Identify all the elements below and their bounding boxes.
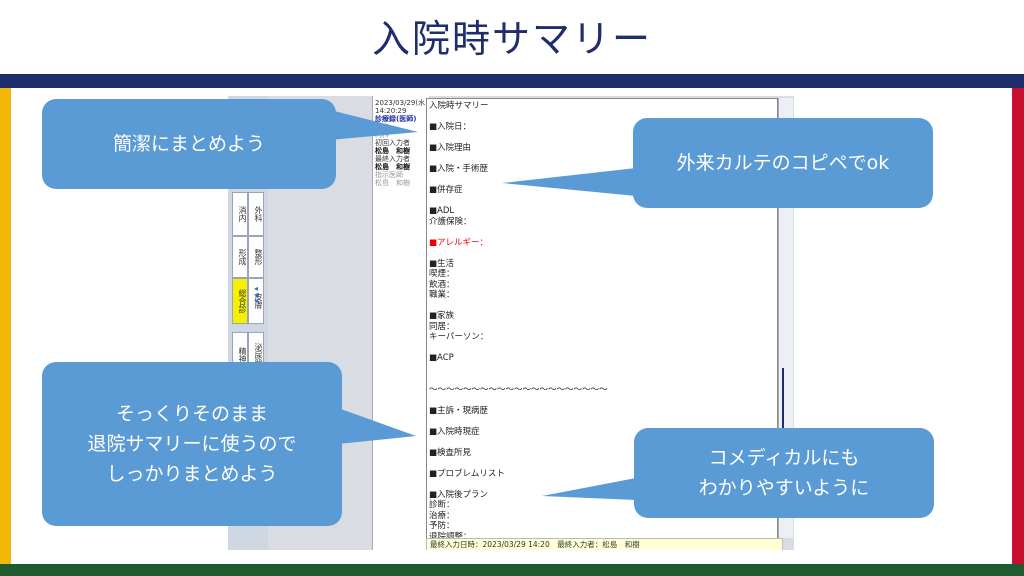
bottom-accent-bar [0,564,1024,576]
tail-bottom-right [542,478,636,500]
document-line: キーパーソン： [429,332,489,342]
dept-tab[interactable]: 外科 [248,192,264,236]
document-line: ～～～～～～～～～～～～～～～～～～～～～ [429,384,608,395]
callout-top-right: 外来カルテのコピペでok [633,118,933,208]
document-line: ■入院理由 [429,143,472,153]
scrollbar-thumb[interactable] [782,368,790,478]
dept-tab[interactable]: 皮膚 [248,278,264,324]
callout-text: そっくりそのまま [115,403,268,425]
history-time: 14:20:29 [375,107,407,115]
tail-bottom-left [338,408,416,444]
document-line: 飲酒： [429,279,455,290]
document-line: ■入院日： [429,122,472,132]
history-author-label: 指示医師 [375,171,403,179]
right-accent-bar [1012,88,1024,564]
document-line: 診断： [429,500,455,510]
header-divider [0,74,1024,88]
callout-bottom-right: コメディカルにも わかりやすいように [634,428,934,518]
document-line: ■検査所見 [429,447,472,458]
document-line: ■主訴・現病歴 [429,405,489,416]
document-line: ■併存症 [429,185,463,195]
document-line: 退院調整： [429,531,472,542]
history-author-name: 松島 和樹 [375,163,410,171]
history-date: 2023/03/29(水) [375,99,428,107]
dept-tab[interactable]: 形成 [232,236,248,278]
document-line: ■生活 [429,258,455,269]
callout-text: 簡潔にまとめよう [112,133,265,155]
document-line: 同居： [429,321,455,332]
dept-tab[interactable]: 整形 [248,236,264,278]
history-author-label: 最終入力者 [375,155,410,163]
tail-top-right [502,168,636,196]
history-author-name: 松島 和樹 [375,147,410,155]
last-edit-status: 最終入力日時：2023/03/29 14:20 最終入力者：松島 和樹 [426,538,783,550]
document-line: 介護保険： [429,216,472,227]
history-author-label: 初回入力者 [375,139,410,147]
document-line: ■プロブレムリスト [429,468,505,479]
document-line: ■ACP [429,353,454,363]
document-line: ■入院時現症 [429,426,480,437]
expand-arrows-icon[interactable]: ◂◂◂ [254,284,259,305]
document-line: 入院時サマリー [429,101,489,111]
callout-top-left: 簡潔にまとめよう [42,99,336,189]
document-line: 職業： [429,290,455,300]
callout-text: 退院サマリーに使うので [87,433,297,455]
document-line: ■家族 [429,311,455,321]
document-line: ■アレルギー： [429,237,489,248]
history-author-name: 松島 和樹 [375,179,410,187]
history-record-type[interactable]: 診療録(医師) [375,115,417,123]
document-line: 予防： [429,521,455,531]
left-accent-bar [0,88,11,564]
slide-title: 入院時サマリー [371,17,652,61]
document-line: ■ADL [429,206,455,216]
callout-text: コメディカルにも [708,447,860,469]
callout-text: しっかりまとめよう [106,463,278,485]
callout-text: 外来カルテのコピペでok [676,152,890,174]
tail-top-left [330,110,418,140]
document-line: ■入院・手術歴 [429,164,489,174]
document-line: 喫煙： [429,269,455,279]
callout-text: わかりやすいように [698,477,870,499]
dept-tab[interactable]: 消内 [232,192,248,236]
dept-tab-selected[interactable]: 総合診 [232,278,248,324]
document-line: 治療： [429,510,455,521]
callout-bottom-left: そっくりそのまま 退院サマリーに使うので しっかりまとめよう [42,362,342,526]
document-line: ■入院後プラン [429,489,489,500]
